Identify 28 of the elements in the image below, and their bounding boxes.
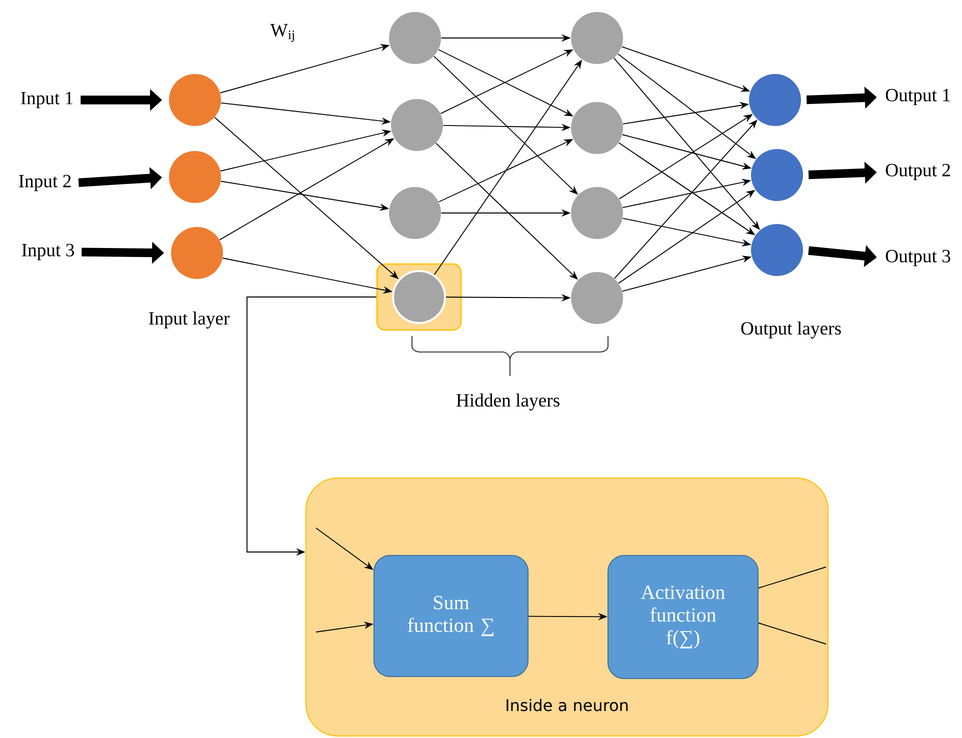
neuron-circle bbox=[749, 74, 801, 126]
neuron-circle bbox=[392, 270, 446, 324]
output-label: Output 3 bbox=[886, 250, 950, 266]
neuron-circle bbox=[751, 224, 804, 276]
neuron-circle bbox=[571, 102, 624, 154]
neuron-circle bbox=[391, 99, 443, 151]
input-label: Input 2 bbox=[18, 174, 71, 192]
line bbox=[758, 566, 826, 588]
neuron-circle bbox=[751, 149, 804, 201]
output-label: Output 1 bbox=[886, 88, 950, 106]
neuron-circle bbox=[389, 12, 441, 64]
neuron-circle bbox=[169, 151, 221, 203]
neuron-circle bbox=[571, 187, 624, 239]
weight-label: W$_{ij}$ bbox=[270, 24, 294, 42]
function-box: Sum function ∑ bbox=[373, 554, 529, 678]
layer-label: Input layer bbox=[148, 312, 230, 328]
output-label: Output 2 bbox=[886, 164, 950, 180]
layer-label: Hidden layers bbox=[456, 394, 560, 410]
neuron-circle bbox=[171, 227, 223, 279]
input-label: Input 1 bbox=[20, 92, 73, 108]
layer-label: Output layers bbox=[741, 322, 841, 338]
line bbox=[758, 622, 826, 644]
neuron-circle bbox=[571, 272, 624, 324]
input-label: Input 3 bbox=[22, 244, 74, 260]
neuron-circle bbox=[389, 187, 441, 239]
function-box: Activation function f(∑) bbox=[607, 554, 759, 680]
neuron-circle bbox=[571, 12, 624, 64]
neuron-circle bbox=[169, 74, 221, 126]
